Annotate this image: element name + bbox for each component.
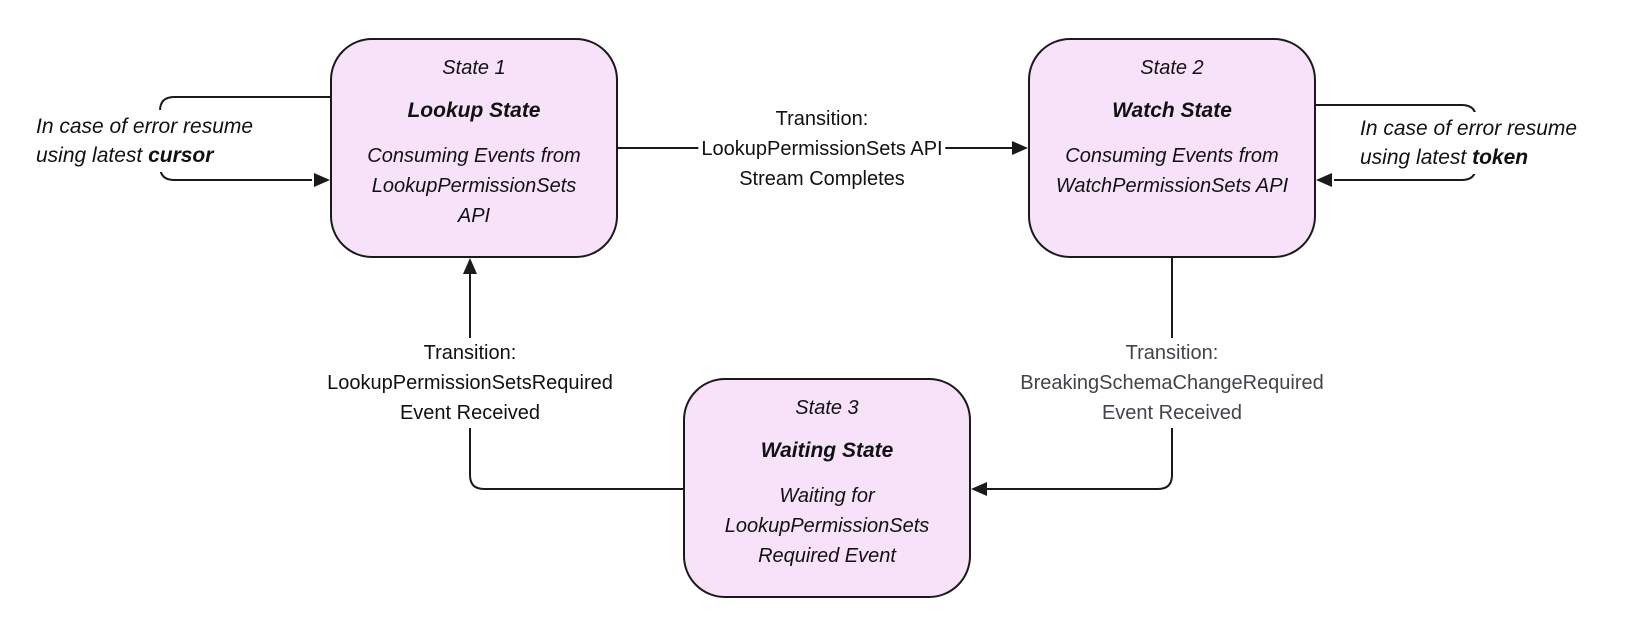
edge-state3-to-state1 <box>469 274 683 490</box>
arrowhead-into-state3-icon <box>971 482 987 496</box>
state-description: Consuming Events from LookupPermissionSe… <box>367 145 581 227</box>
state-description: Waiting for LookupPermissionSets Require… <box>724 485 930 567</box>
transition-line2: Stream Completes <box>739 168 905 190</box>
state-name: Watch State <box>1112 99 1232 122</box>
note-text: In case of error resume using latest <box>1360 117 1578 169</box>
state-name: Lookup State <box>407 99 541 122</box>
transition-line2: Event Received <box>399 402 541 424</box>
state-description: Consuming Events from WatchPermissionSet… <box>1055 145 1289 197</box>
transition-prefix: Transition: <box>1125 342 1219 364</box>
state-title: State 1 <box>442 57 506 79</box>
note-text: In case of error resume using latest <box>36 115 254 167</box>
transition-line1: LookupPermissionSets API <box>701 138 943 160</box>
arrowhead-into-state2-right-icon <box>1316 173 1332 187</box>
note-keyword: token <box>1472 146 1529 169</box>
transition-prefix: Transition: <box>423 342 517 364</box>
transition-label-lookup-required-event: Transition: LookupPermissionSetsRequired… <box>324 338 616 428</box>
state-title: State 3 <box>795 397 859 419</box>
arrowhead-into-state1-bottom-icon <box>463 258 477 274</box>
state-name: Waiting State <box>760 439 894 462</box>
arrowhead-into-state1-left-icon <box>314 173 330 187</box>
transition-line1: LookupPermissionSetsRequired <box>327 372 613 394</box>
transition-prefix: Transition: <box>775 108 869 130</box>
state-node-waiting: State 3 Waiting State Waiting for Lookup… <box>683 378 971 598</box>
transition-line1: BreakingSchemaChangeRequired <box>1020 372 1324 394</box>
state-node-watch: State 2 Watch State Consuming Events fro… <box>1028 38 1316 258</box>
note-error-resume-cursor: In case of error resume using latest cur… <box>32 110 292 172</box>
note-keyword: cursor <box>148 144 214 167</box>
transition-label-lookup-stream-completes: Transition: LookupPermissionSets API Str… <box>698 104 946 194</box>
edge-state2-to-state3 <box>987 258 1173 490</box>
note-error-resume-token: In case of error resume using latest tok… <box>1356 112 1616 174</box>
state-title: State 2 <box>1140 57 1204 79</box>
arrowhead-into-state2-icon <box>1012 141 1028 155</box>
transition-label-breaking-schema-change: Transition: BreakingSchemaChangeRequired… <box>1017 338 1327 428</box>
state-node-lookup: State 1 Lookup State Consuming Events fr… <box>330 38 618 258</box>
transition-line2: Event Received <box>1101 402 1243 424</box>
